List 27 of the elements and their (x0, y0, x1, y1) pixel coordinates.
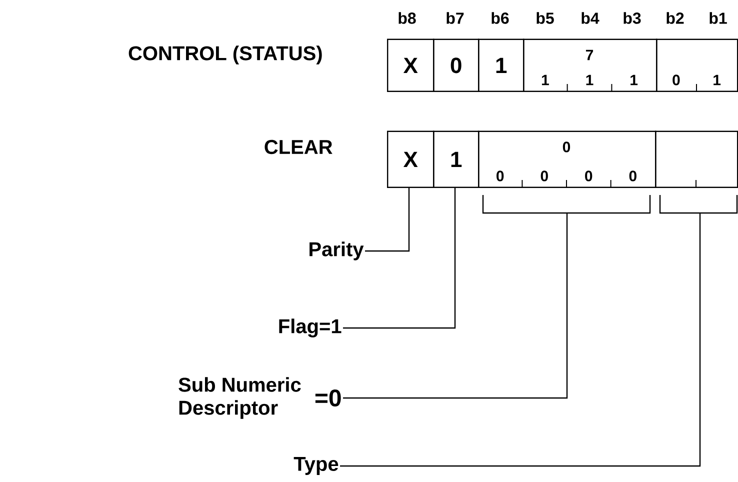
row-label: CONTROL (STATUS) (128, 46, 322, 64)
register-cell: 0 (433, 38, 480, 92)
bit-number: b1 (710, 12, 727, 24)
register-cell: 1 (478, 38, 524, 92)
field-label: Parity (310, 242, 364, 260)
register-cell: 0 1 (656, 38, 738, 92)
register-cell: 1 (433, 130, 480, 188)
register-cell: 7 1 1 1 (523, 38, 658, 92)
leader-line (343, 188, 456, 329)
bit-number: b6 (492, 12, 509, 24)
bit-number: b8 (398, 12, 416, 24)
register-cell: X (387, 130, 434, 188)
register-cell (655, 130, 738, 188)
leader-line (340, 213, 701, 467)
bit-number: b3 (624, 12, 641, 24)
bit-number: b4 (582, 12, 600, 24)
bit-number: b5 (536, 12, 554, 24)
field-label: =0 Sub Numeric Descriptor (178, 377, 341, 419)
field-label: Type (294, 457, 338, 475)
row-label: CLEAR (264, 140, 332, 154)
register-cell: 0 0 0 0 0 (478, 130, 656, 188)
field-label: Flag=1 (279, 318, 342, 338)
bit-number: b2 (666, 12, 684, 24)
leader-line (343, 213, 568, 399)
register-cell: X (387, 38, 434, 92)
bit-number: b7 (446, 12, 464, 24)
leader-line (365, 188, 410, 252)
